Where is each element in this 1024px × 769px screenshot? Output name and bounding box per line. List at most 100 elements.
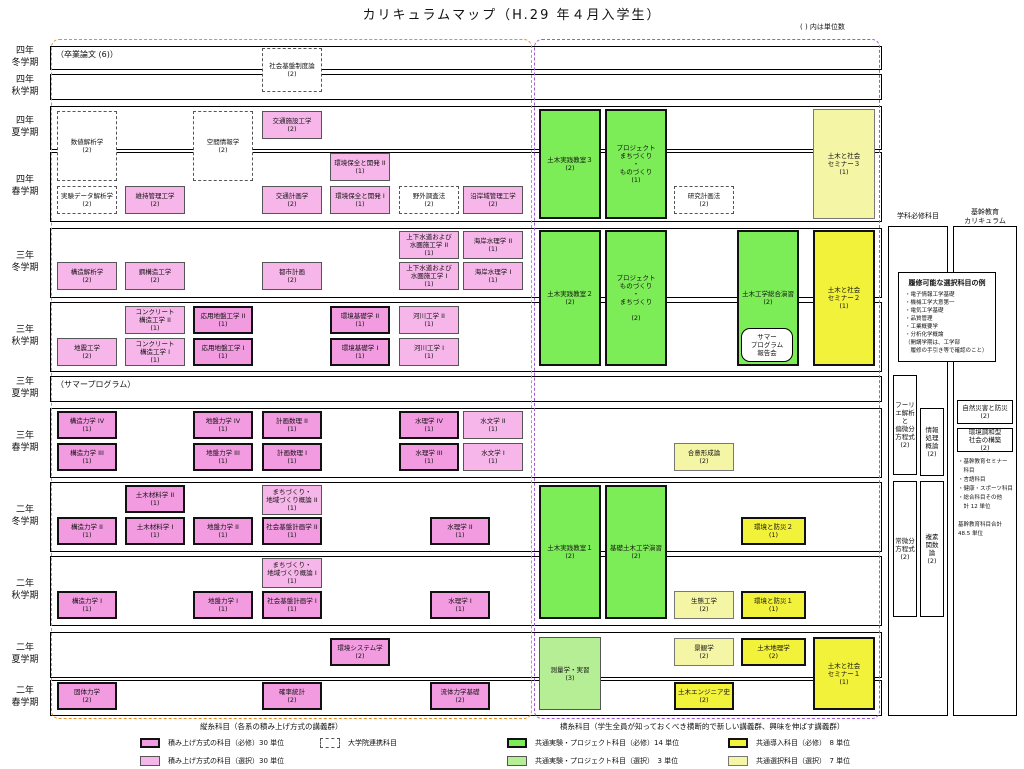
course-box: 交通施設工学 (2) [262, 111, 322, 139]
term-label: 三年 秋学期 [11, 325, 39, 347]
term-band [50, 46, 882, 70]
page-title: カリキュラムマップ（H.29 年４月入学生） [362, 8, 662, 23]
course-box: 流体力学基礎 (2) [430, 682, 490, 710]
course-box: 基礎土木工学演習 (2) [605, 485, 667, 619]
course-box: 空間情報学 (2) [193, 111, 253, 181]
term-band [50, 376, 882, 402]
course-box: コンクリート 構造工学 I (1) [125, 338, 185, 366]
legend-text: 大学院連携科目 [348, 739, 397, 747]
term-band [50, 106, 882, 150]
kiban-head: 基幹教育 カリキュラム [964, 208, 1006, 225]
course-box: 土木と社会 セミナー２ (1) [813, 230, 875, 366]
term-label: 三年 冬学期 [11, 251, 39, 273]
legend-text: 共通実験・プロジェクト科目（必修）14 単位 [535, 739, 680, 747]
course-box: 環境保全と開発 II (1) [330, 153, 390, 181]
course-box: 水文学 II (1) [463, 411, 523, 439]
term-label: 三年 春学期 [11, 431, 39, 453]
fourier-course: フーリ エ解析 と 偏微分 方程式 (2) [893, 375, 917, 475]
course-box: 土木エンジニア史 (2) [674, 682, 734, 710]
elective-list: ・電子情報工学基礎 ・機械工学大意第一 ・電気工学基礎 ・品質管理 ・工業概要学… [905, 292, 988, 354]
sotsuron-label: （卒業論文 (6)） [56, 50, 118, 59]
course-box: 計画数理 II (1) [262, 411, 322, 439]
course-box: 水理学 II (1) [430, 517, 490, 545]
course-box: 土木実践教室１ (2) [539, 485, 601, 619]
course-box: 応用地盤工学 II (1) [193, 306, 253, 334]
course-box: 環境と防災１ (1) [741, 591, 806, 619]
term-band [50, 74, 882, 100]
course-box: 維持管理工学 (2) [125, 186, 185, 214]
course-box: 計画数理 I (1) [262, 443, 322, 471]
joho-course: 情報 処理 概論 (2) [920, 408, 944, 476]
horizontal-group-label: 横糸科目（学生全員が知っておくべき横断的で新しい講義群、興味を伸ばす講義群） [560, 722, 845, 731]
term-label: 二年 冬学期 [11, 505, 39, 527]
course-box: 上下水道および 水圏施工学 I (1) [399, 262, 459, 290]
term-label: 二年 夏学期 [11, 643, 39, 665]
term-label: 四年 冬学期 [11, 46, 39, 68]
legend-text: 共通選択科目（選択） 7 単位 [756, 757, 851, 765]
course-box: 水理学 I (1) [430, 591, 490, 619]
course-box: コンクリート 構造工学 II (1) [125, 306, 185, 334]
kankyo-course: 環境調和型 社会の構築 (2) [957, 428, 1013, 452]
unit-note: ( ) 内は単位数 [800, 23, 845, 31]
legend-swatch [140, 738, 160, 748]
course-box: まちづくり・ 地域づくり概論 I (1) [262, 558, 322, 588]
course-box: 生態工学 (2) [674, 591, 734, 619]
course-box: 地震工学 (2) [57, 338, 117, 366]
term-label: 二年 秋学期 [11, 579, 39, 601]
shizen-course: 自然災害と防災 (2) [957, 400, 1013, 424]
course-box: 地盤力学 I (1) [193, 591, 253, 619]
course-box: 上下水道および 水圏施工学 II (1) [399, 231, 459, 259]
term-label: 二年 春学期 [11, 686, 39, 708]
course-box: 地盤力学 II (1) [193, 517, 253, 545]
course-box: 構造力学 IV (1) [57, 411, 117, 439]
jobibun-course: 常微分 方程式 (2) [893, 481, 917, 617]
course-box: 交通計画学 (2) [262, 186, 322, 214]
term-label: 三年 夏学期 [11, 377, 39, 399]
legend-text: 積み上げ方式の科目（必修）30 単位 [168, 739, 285, 747]
course-box: まちづくり・ 地域づくり概論 II (1) [262, 485, 322, 515]
elective-title: 履修可能な選択科目の例 [908, 279, 986, 287]
course-box: 河川工学 I (1) [399, 338, 459, 366]
horizontal-group-frame [534, 39, 880, 719]
fukuso-course: 複素 関数 論 (2) [920, 481, 944, 617]
course-box: 構造力学 II (1) [57, 517, 117, 545]
course-box: 海岸水理学 II (1) [463, 231, 523, 259]
course-box: 水理学 IV (1) [399, 411, 459, 439]
course-box: 応用地盤工学 I (1) [193, 338, 253, 366]
course-box: 構造力学 III (1) [57, 443, 117, 471]
course-box: 河川工学 II (1) [399, 306, 459, 334]
legend-swatch [507, 756, 527, 766]
course-box: 構造力学 I (1) [57, 591, 117, 619]
summer-program-report: サマー プログラム 報告会 [741, 328, 793, 362]
course-box: プロジェクト ものづくり ・ まちづくり (2) [605, 230, 667, 366]
course-box: 研究計画法 (2) [674, 186, 734, 214]
legend-swatch [507, 738, 527, 748]
course-box: 土木材料学 I (1) [125, 517, 185, 545]
term-label: 四年 夏学期 [11, 116, 39, 138]
course-box: 海岸水理学 I (1) [463, 262, 523, 290]
course-box: 野外調査法 (2) [399, 186, 459, 214]
course-box: 土木実践教室３ (2) [539, 109, 601, 219]
legend-text: 共通実験・プロジェクト科目（選択） 3 単位 [535, 757, 679, 765]
course-box: 土木と社会 セミナー１ (1) [813, 637, 875, 710]
course-box: 実験データ解析学 (2) [57, 186, 117, 214]
course-box: 環境基礎学 II (1) [330, 306, 390, 334]
vertical-group-frame [51, 39, 532, 719]
term-label: 四年 春学期 [11, 175, 39, 197]
course-box: 固体力学 (2) [57, 682, 117, 710]
course-box: 水理学 III (1) [399, 443, 459, 471]
legend-text: 共通導入科目（必修） 8 単位 [756, 739, 851, 747]
course-box: 土木地理学 (2) [741, 638, 806, 666]
course-box: 測量学・実習 (3) [539, 637, 601, 710]
course-box: 環境保全と開発 I (1) [330, 186, 390, 214]
course-box: 社会基盤制度論 (2) [262, 48, 322, 92]
course-box: 環境と防災２ (1) [741, 517, 806, 545]
course-box: 数値解析学 (2) [57, 111, 117, 181]
legend-swatch [728, 756, 748, 766]
course-box: 地盤力学 III (1) [193, 443, 253, 471]
course-box: 鋼構造工学 (2) [125, 262, 185, 290]
elective-box: 履修可能な選択科目の例 ・電子情報工学基礎 ・機械工学大意第一 ・電気工学基礎 … [898, 272, 996, 362]
vertical-group-label: 縦糸科目（各系の積み上げ方式の講義群） [200, 722, 343, 731]
term-label: 四年 秋学期 [11, 75, 39, 97]
course-box: 環境システム学 (2) [330, 638, 390, 666]
